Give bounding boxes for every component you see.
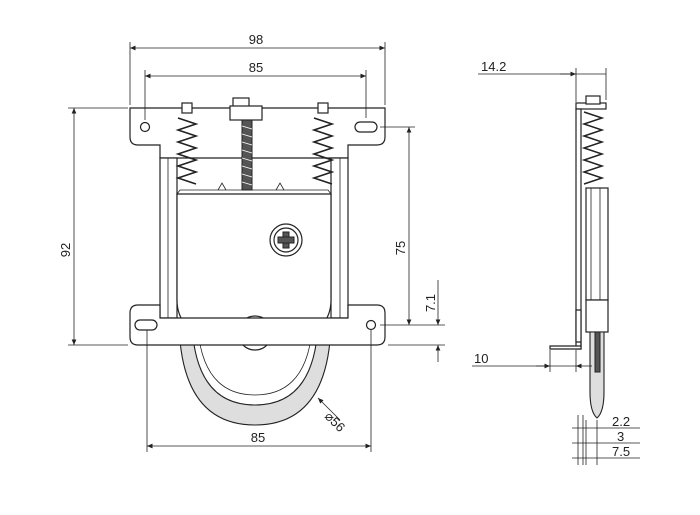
bottom-right-hole — [365, 319, 377, 331]
front-view: 98 85 92 75 7.1 85 ⌀56 — [58, 32, 445, 452]
dim-hole-height: 75 — [393, 241, 408, 255]
dim-side-top: 14.2 — [481, 59, 506, 74]
phillips-screw — [269, 223, 303, 257]
dim-a: 2.2 — [612, 414, 630, 429]
left-spring — [175, 102, 199, 185]
dim-hole-spacing-top: 85 — [249, 60, 263, 75]
bottom-left-slot — [134, 319, 158, 331]
dim-overall-height: 92 — [58, 243, 73, 257]
dim-wheel-diameter: ⌀56 — [322, 409, 348, 435]
side-view: 14.2 10 2.2 3 7.5 — [472, 59, 640, 465]
wheel-carrier — [176, 193, 332, 326]
dim-hole-spacing-bottom: 85 — [251, 430, 265, 445]
right-spring — [311, 102, 335, 185]
side-carrier — [585, 187, 609, 301]
top-left-hole — [139, 121, 151, 133]
side-spring — [581, 111, 605, 185]
dim-side-bracket: 10 — [474, 351, 488, 366]
dim-b: 3 — [617, 429, 624, 444]
dim-plate-width: 98 — [249, 32, 263, 47]
housing-right-wall — [330, 157, 349, 319]
side-bottom-bracket — [549, 309, 582, 350]
dim-c: 7.5 — [612, 444, 630, 459]
bottom-mounting-plate — [129, 304, 386, 346]
adjusting-screw — [229, 97, 263, 191]
dim-bottom-offset: 7.1 — [423, 294, 438, 312]
housing-left-wall — [159, 157, 178, 319]
top-right-slot — [354, 121, 378, 133]
